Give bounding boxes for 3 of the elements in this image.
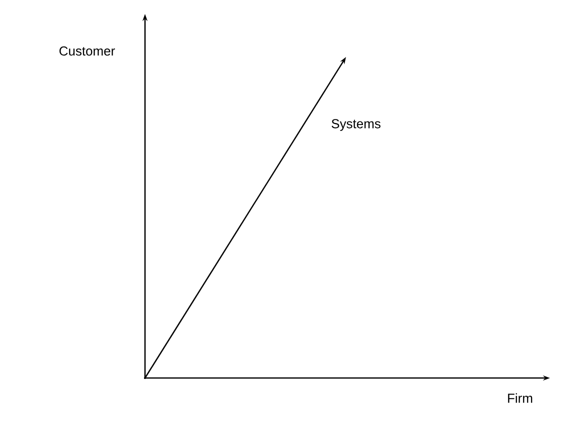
axis-label: Firm <box>508 393 532 403</box>
axis-label: Customer <box>60 46 115 56</box>
axis-label: Systems <box>332 119 380 131</box>
